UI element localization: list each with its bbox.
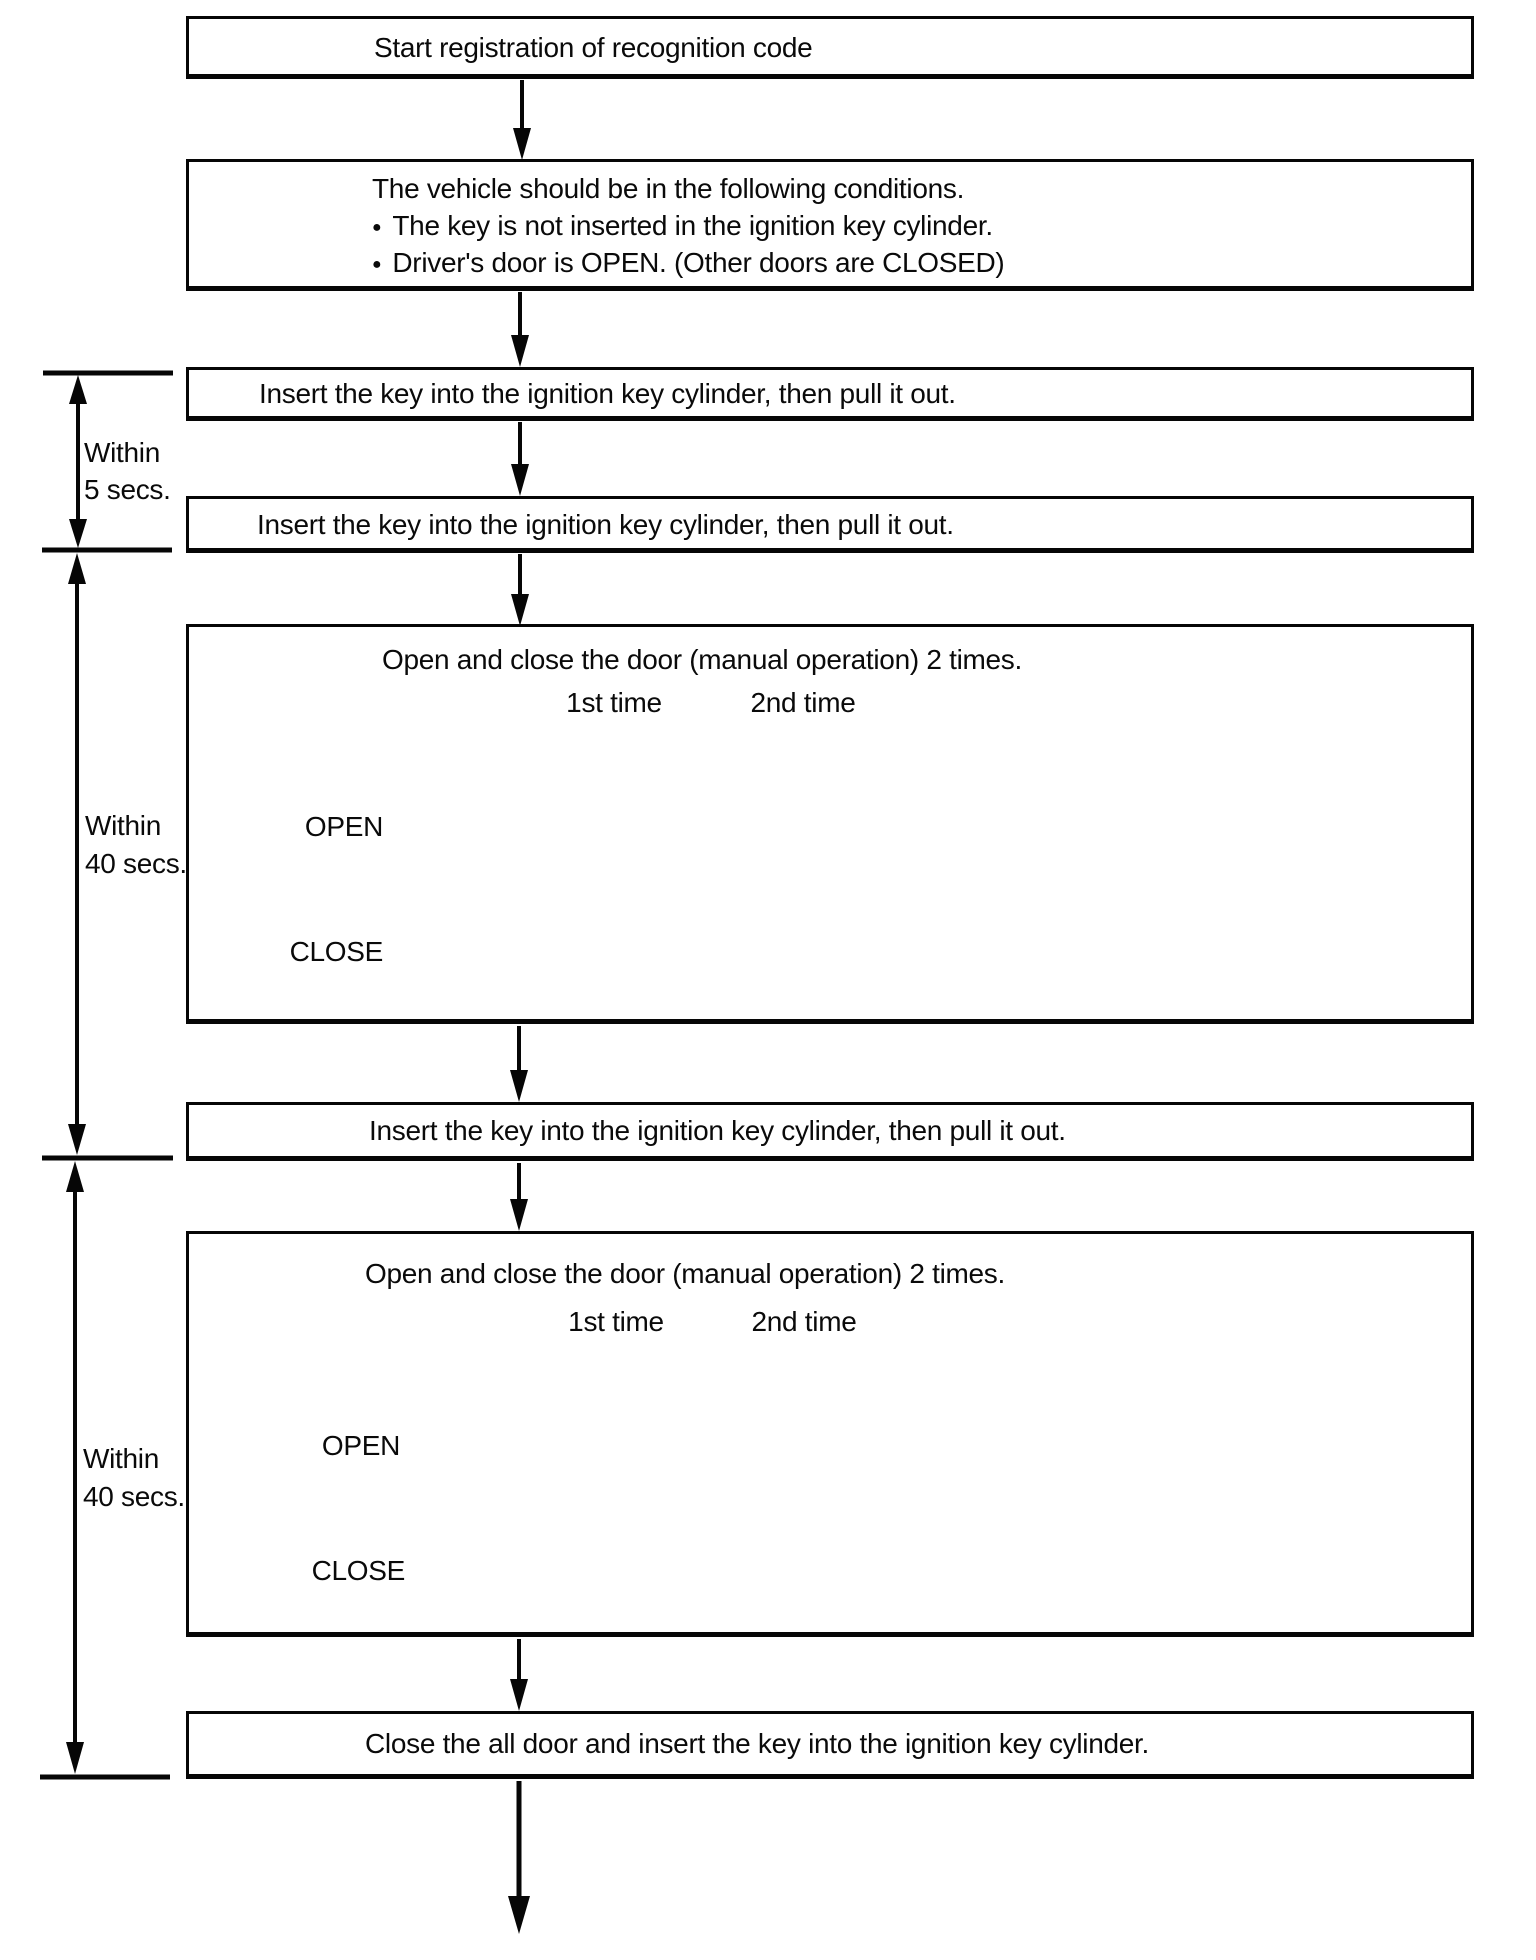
box-close-all-doors — [186, 1711, 1474, 1779]
insert-key-1-label: Insert the key into the ignition key cyl… — [259, 378, 956, 409]
condition-bullet-1-text: The key is not inserted in the ignition … — [392, 210, 993, 241]
door-diagram-2-open-label: OPEN — [321, 1430, 400, 1461]
box-insert-key-2 — [186, 496, 1474, 553]
door-diagram-2-1st-time: 1st time — [568, 1306, 664, 1337]
door-diagram-1-title: Open and close the door (manual operatio… — [382, 644, 1022, 675]
arrow-start-to-conditions — [513, 80, 531, 160]
arrow-door2-to-closeall — [510, 1639, 528, 1711]
close-all-doors-label: Close the all door and insert the key in… — [365, 1728, 1149, 1759]
arrow-conditions-to-insert1 — [511, 292, 529, 367]
conditions-intro: The vehicle should be in the following c… — [372, 173, 965, 204]
within-40-secs-first-line1: Within — [85, 810, 161, 841]
arrow-insert1-to-insert2 — [511, 422, 529, 496]
bracket-within-40-secs-first — [68, 553, 86, 1155]
bracket-ticks — [40, 370, 173, 1780]
door-diagram-1-close-label: CLOSE — [289, 936, 384, 967]
door-diagram-2-2nd-time: 2nd time — [751, 1306, 857, 1337]
box-insert-key-3 — [186, 1102, 1474, 1161]
condition-bullet-1: The key is not inserted in the ignition … — [372, 211, 993, 240]
box-door-diagram-2 — [186, 1231, 1474, 1637]
door-diagram-2-title: Open and close the door (manual operatio… — [365, 1258, 1005, 1289]
insert-key-3-label: Insert the key into the ignition key cyl… — [369, 1115, 1066, 1146]
within-40-secs-first-line2: 40 secs. — [85, 848, 187, 879]
condition-bullet-2-text: Driver's door is OPEN. (Other doors are … — [392, 247, 1005, 278]
box-door-diagram-1 — [186, 624, 1474, 1024]
insert-key-2-label: Insert the key into the ignition key cyl… — [257, 509, 954, 540]
within-40-secs-second-line2: 40 secs. — [83, 1481, 185, 1512]
bracket-within-5-secs — [69, 375, 87, 548]
bracket-within-40-secs-second — [66, 1161, 84, 1774]
within-40-secs-second-line1: Within — [83, 1443, 159, 1474]
door-diagram-1-2nd-time: 2nd time — [750, 687, 856, 718]
condition-bullet-2: Driver's door is OPEN. (Other doors are … — [372, 248, 1004, 277]
door-diagram-1-1st-time: 1st time — [566, 687, 662, 718]
within-5-secs-line1: Within — [84, 437, 160, 468]
door-diagram-2-close-label: CLOSE — [311, 1555, 406, 1586]
arrow-continue-down — [508, 1781, 530, 1934]
box-insert-key-1 — [186, 367, 1474, 421]
arrow-insert3-to-door2 — [510, 1163, 528, 1231]
start-label: Start registration of recognition code — [374, 32, 813, 63]
door-diagram-1-open-label: OPEN — [304, 811, 383, 842]
arrow-insert2-to-door1 — [511, 554, 529, 626]
arrow-door1-to-insert3 — [510, 1026, 528, 1102]
box-start — [186, 16, 1474, 79]
within-5-secs-line2: 5 secs. — [84, 474, 171, 505]
